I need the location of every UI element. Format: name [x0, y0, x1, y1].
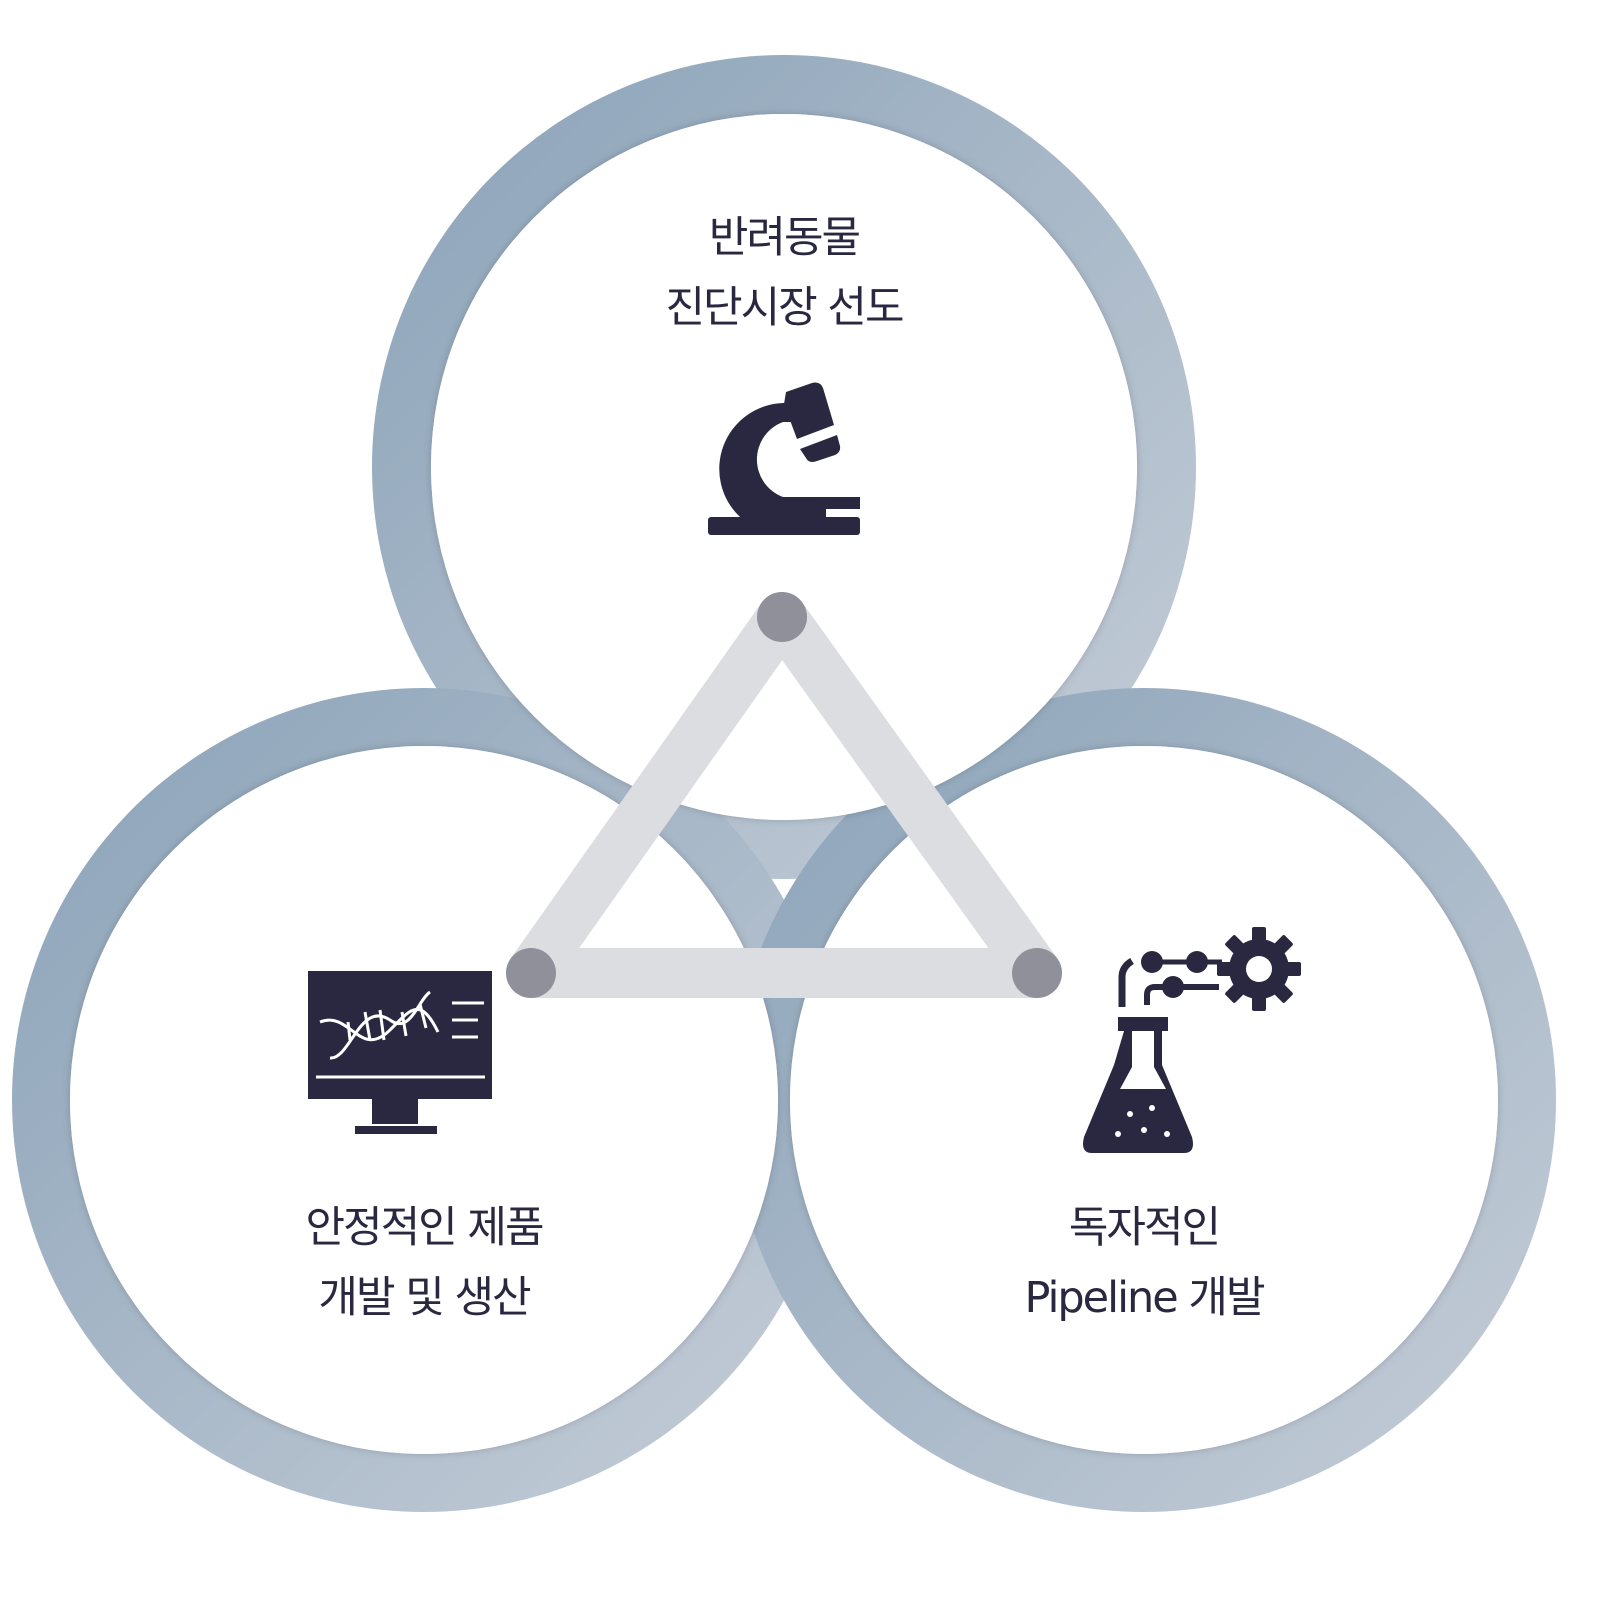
dna-monitor-icon: [308, 971, 492, 1134]
label-line: 개발 및 생산: [318, 1273, 531, 1323]
label-line: 반려동물: [708, 213, 861, 263]
flask-gear-icon: [1083, 927, 1301, 1153]
label-line: 독자적인: [1068, 1203, 1221, 1253]
microscope-icon: [708, 382, 860, 535]
label-left: 안정적인 제품 개발 및 생산: [224, 1193, 624, 1333]
label-line: 진단시장 선도: [665, 283, 904, 333]
label-top: 반려동물 진단시장 선도: [584, 203, 984, 343]
node-dot-left: [506, 948, 556, 998]
label-line: Pipeline 개발: [1024, 1273, 1265, 1323]
connection-triangle: [506, 592, 1062, 998]
label-right: 독자적인 Pipeline 개발: [944, 1193, 1344, 1333]
label-line: 안정적인 제품: [305, 1203, 544, 1253]
node-dot-right: [1012, 948, 1062, 998]
node-dot-top: [757, 592, 807, 642]
